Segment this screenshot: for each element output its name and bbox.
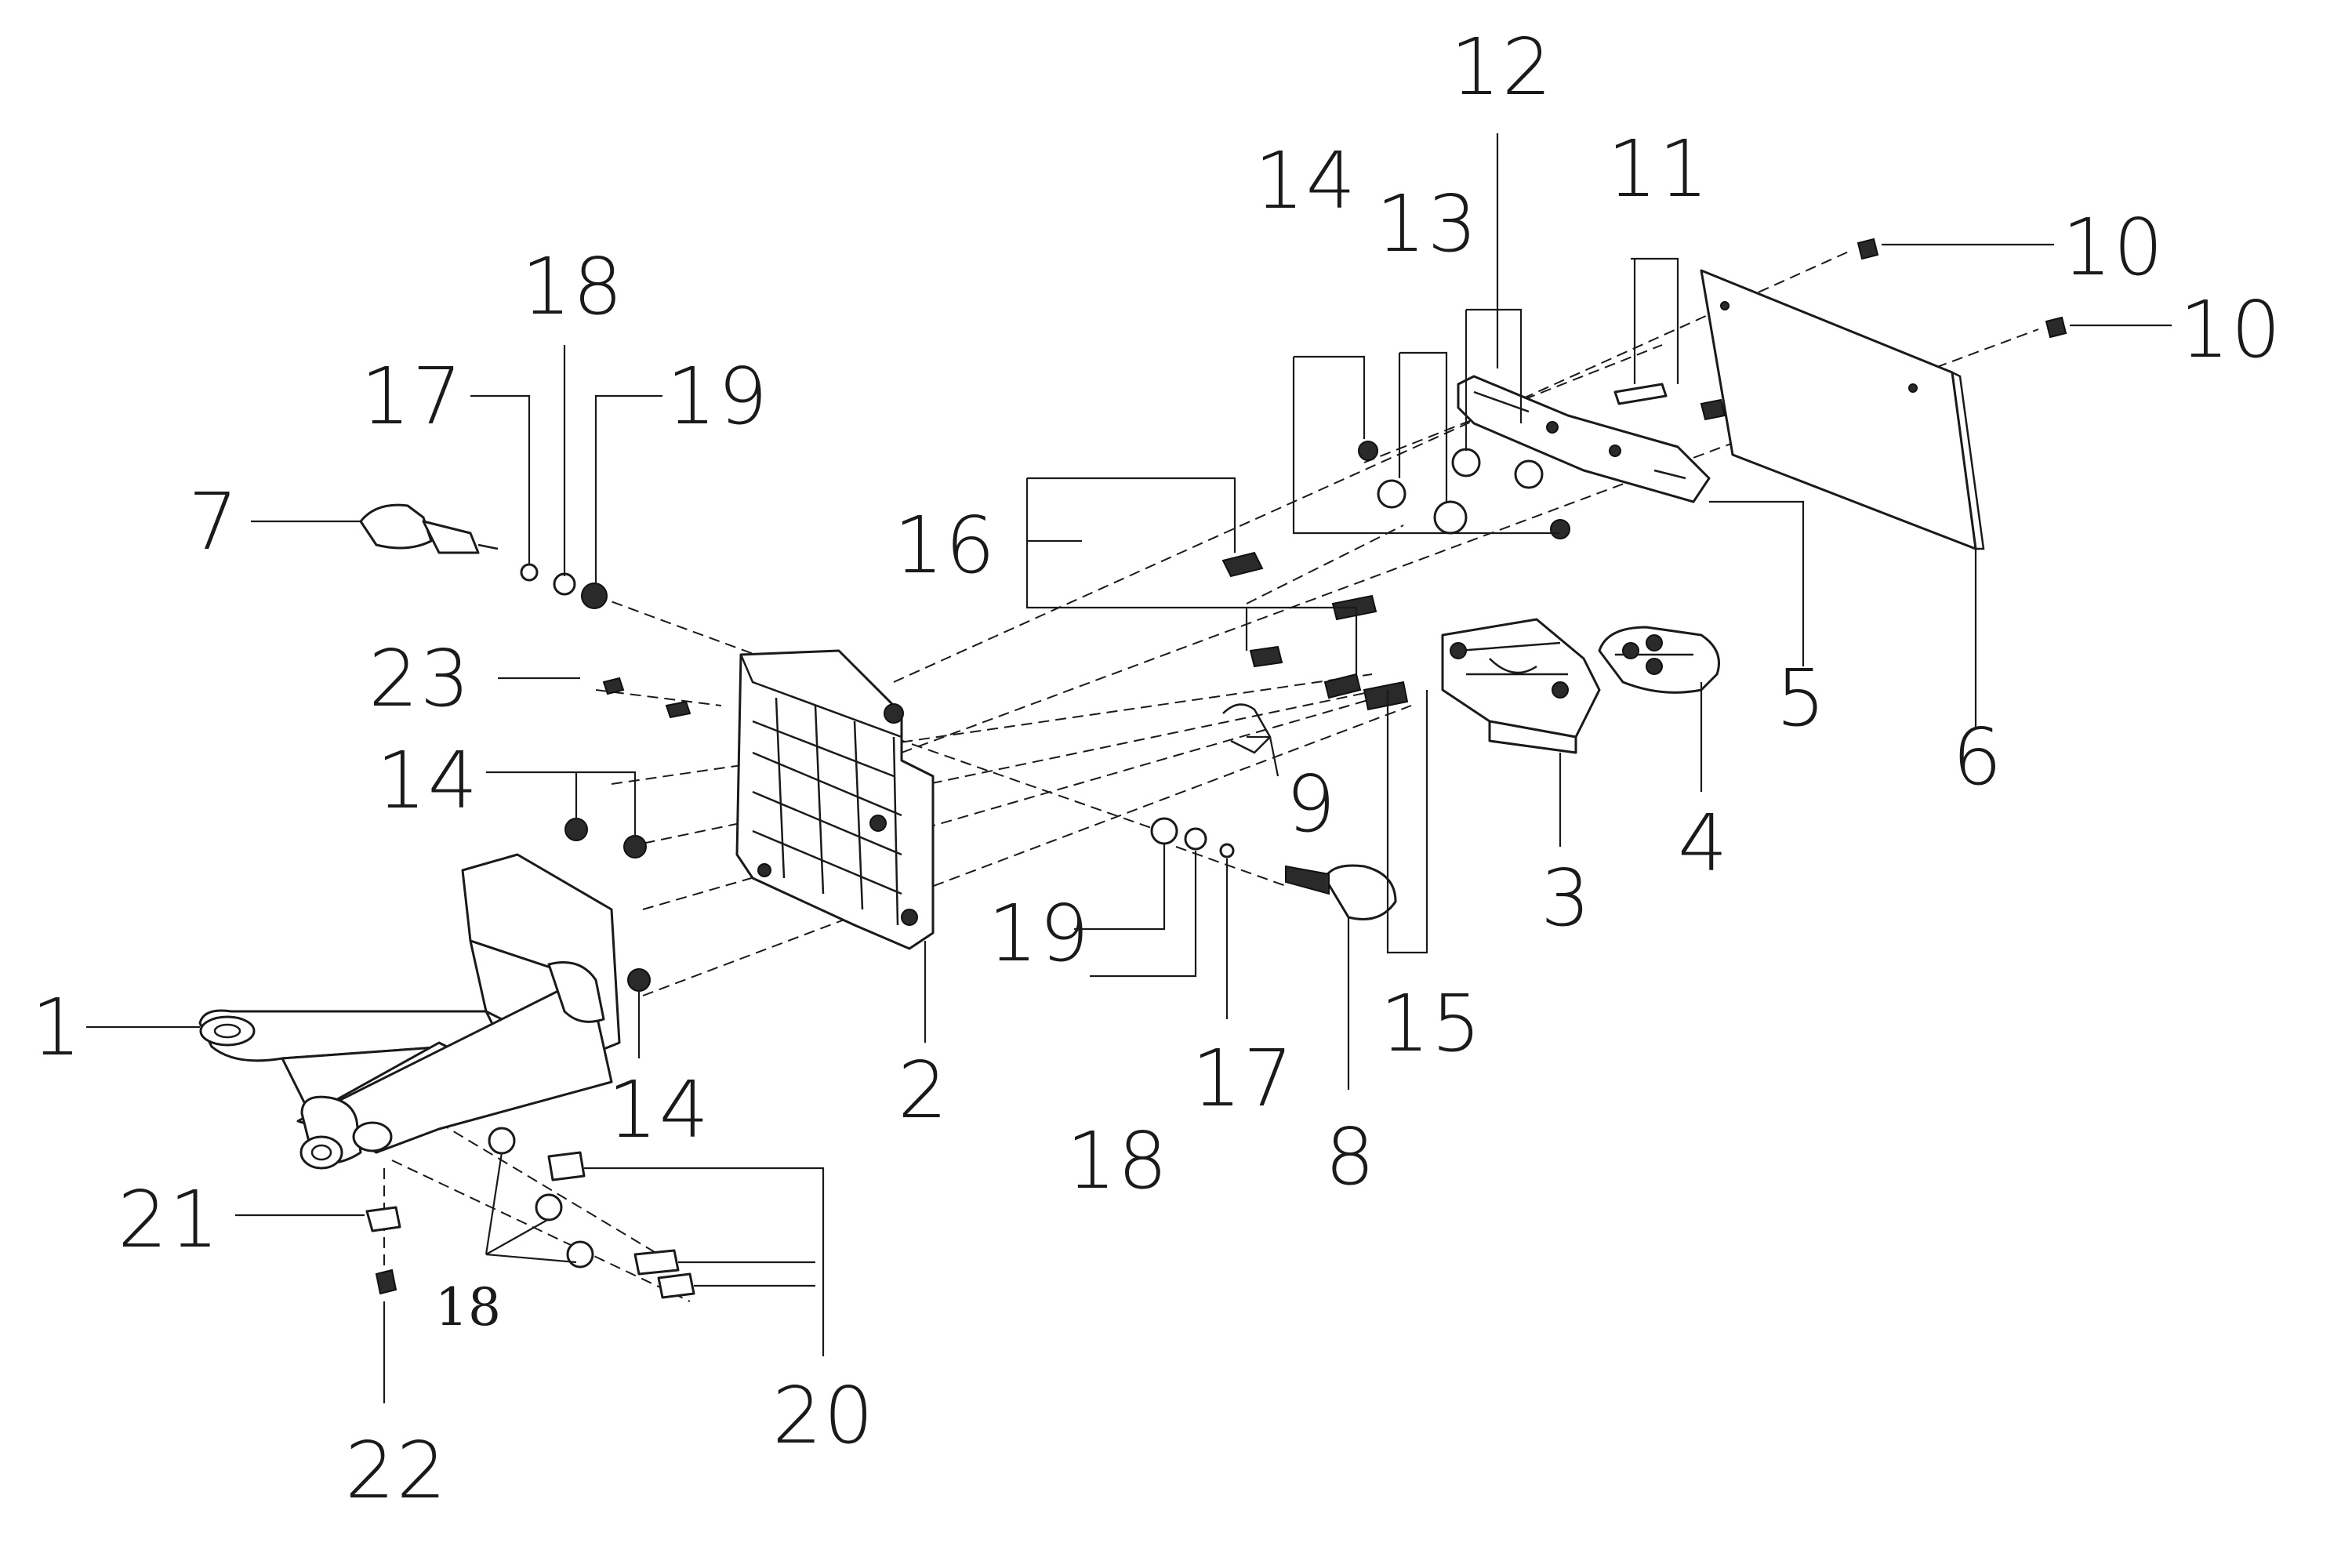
part-6-license-plate: [1700, 269, 1985, 550]
callout-19-right: 19: [988, 887, 1091, 979]
part-7-turn-signal-left: [359, 503, 499, 554]
callout-7: 7: [188, 476, 240, 568]
callout-14-top: 14: [1254, 135, 1357, 227]
callout-21: 21: [118, 1174, 220, 1265]
part-8-turn-signal-right: [1285, 864, 1397, 920]
callout-17-right: 17: [1192, 1033, 1294, 1124]
callout-12: 12: [1450, 21, 1553, 113]
callout-13: 13: [1376, 178, 1479, 270]
part-2-plate-holder: [735, 649, 935, 950]
callout-11: 11: [1607, 123, 1710, 215]
callout-4: 4: [1678, 797, 1730, 889]
leader-lines: [86, 133, 2172, 1403]
callout-22: 22: [345, 1425, 448, 1516]
fasteners: [365, 238, 2067, 1299]
callout-2: 2: [898, 1044, 949, 1136]
callout-20: 20: [772, 1370, 875, 1461]
callout-17-left: 17: [361, 350, 463, 442]
callout-10-top: 10: [2062, 201, 2165, 293]
callout-14-bottom: 14: [608, 1064, 710, 1156]
part-4-license-light: [1598, 626, 1720, 694]
callout-labels: 1 2 3 4 5 6 7 8 9 10 10 11 12 13 14 14 1…: [31, 21, 2282, 1516]
part-9-cable-clip: [1222, 703, 1272, 754]
callout-5: 5: [1776, 652, 1828, 744]
callout-10-bottom: 10: [2180, 284, 2282, 376]
callout-14-left: 14: [376, 735, 479, 826]
callout-23: 23: [368, 633, 471, 724]
callout-18-right: 18: [1066, 1115, 1169, 1207]
callout-6: 6: [1952, 711, 2004, 803]
callout-15: 15: [1380, 978, 1483, 1069]
part-3-light-bracket: [1441, 618, 1601, 754]
callout-18-left: 18: [521, 241, 624, 332]
callout-8: 8: [1325, 1111, 1377, 1203]
part-1-mounting-bracket: [198, 853, 621, 1170]
callout-18-bottom: 18: [435, 1277, 501, 1338]
part-5-plate-bracket: [1457, 375, 1711, 503]
callout-16: 16: [894, 499, 996, 591]
callout-1: 1: [31, 982, 83, 1073]
callout-9: 9: [1286, 758, 1338, 850]
callout-3: 3: [1541, 852, 1592, 944]
callout-19-left: 19: [666, 350, 769, 442]
